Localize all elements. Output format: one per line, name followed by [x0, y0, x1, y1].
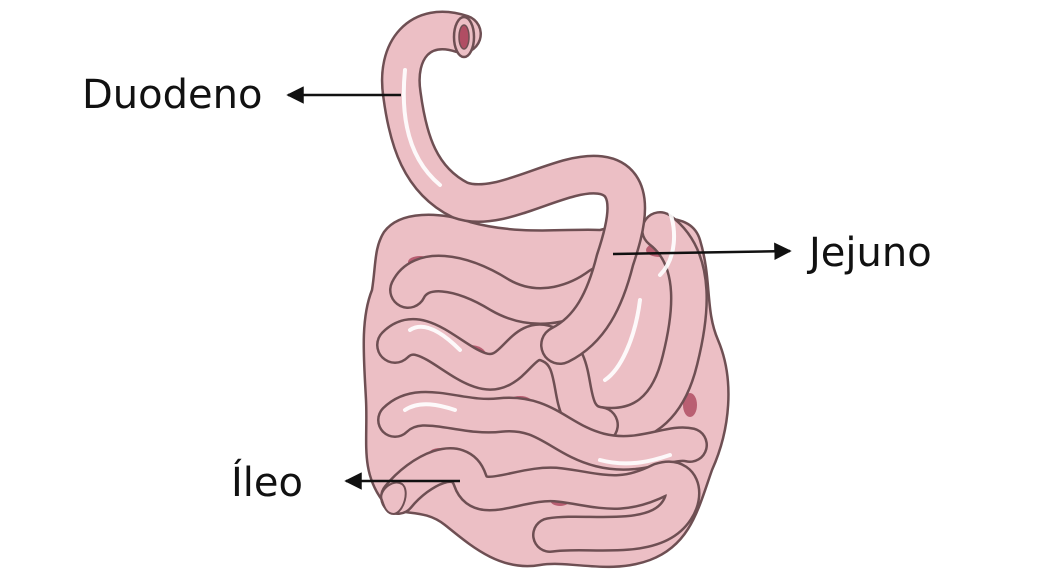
duodenum-opening: [452, 15, 476, 59]
coil-upper: [391, 257, 617, 323]
jejuno-arrow: [612, 242, 792, 261]
duodeno-label: Duodeno: [82, 72, 262, 118]
intestine-illustration: [362, 10, 730, 569]
coil-middle: [378, 320, 617, 442]
coil-lower: [379, 393, 706, 469]
coil-bottom: [382, 449, 698, 551]
ileum-end: [380, 481, 407, 516]
ileo-label: Íleo: [231, 458, 303, 506]
duodenum-tube: [383, 13, 644, 363]
jejuno-label: Jejuno: [806, 230, 932, 276]
arrows: [286, 86, 792, 490]
coil-right: [583, 213, 706, 443]
